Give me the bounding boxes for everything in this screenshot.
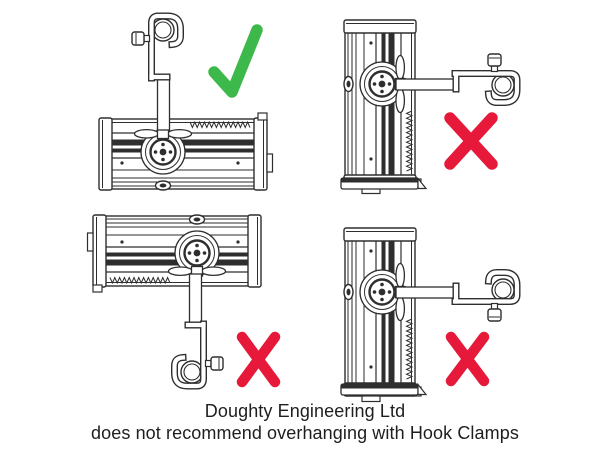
- caption: Doughty Engineering Ltd does not recomme…: [0, 401, 610, 444]
- mounting-stem: [156, 75, 171, 131]
- cross-mark: [444, 112, 498, 170]
- hook-clamp-drawing: [455, 54, 517, 103]
- light-fixture-drawing: [86, 213, 263, 294]
- panel-bottom-left: [86, 213, 281, 388]
- hook-clamp-drawing: [132, 16, 181, 78]
- cross-mark: [236, 331, 281, 388]
- cross-mark: [445, 331, 490, 387]
- light-fixture-drawing: [97, 111, 274, 192]
- hook-clamp-drawing: [175, 324, 224, 386]
- caption-line-1: Doughty Engineering Ltd: [204, 401, 406, 421]
- panel-bottom-right: [340, 226, 517, 403]
- fixture-base: [340, 383, 427, 396]
- light-fixture-drawing: [342, 226, 423, 403]
- check-mark: [208, 24, 263, 98]
- mounting-stem: [188, 273, 203, 325]
- panel-top-right: [340, 18, 517, 195]
- fixture-base: [340, 177, 427, 190]
- panel-top-left: [97, 16, 274, 192]
- mounting-arm: [395, 78, 457, 91]
- light-fixture-drawing: [342, 18, 423, 195]
- caption-line-2: does not recommend overhanging with Hook…: [91, 422, 519, 443]
- mounting-arm: [395, 286, 457, 299]
- hook-clamp-drawing: [455, 273, 517, 322]
